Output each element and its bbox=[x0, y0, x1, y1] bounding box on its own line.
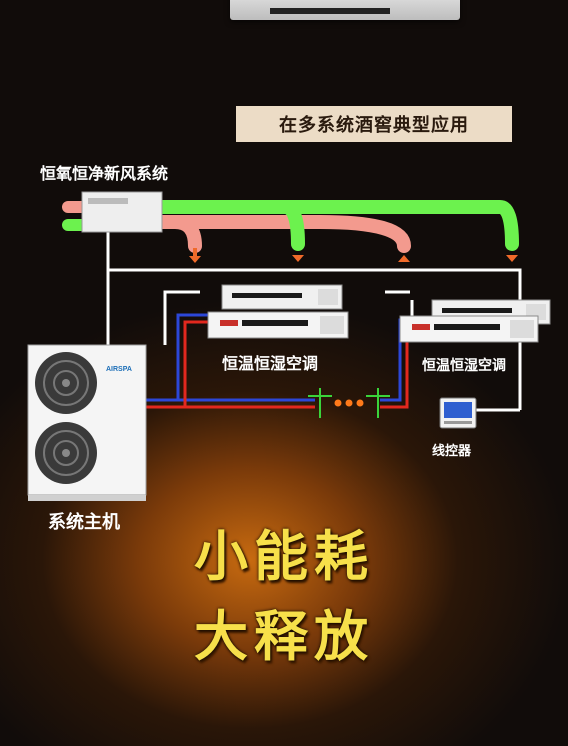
wire-top-bus bbox=[108, 268, 522, 410]
arrow-down-icon bbox=[292, 255, 304, 262]
fan-grille-top bbox=[35, 352, 97, 414]
duct-pink-drop bbox=[168, 215, 202, 253]
wall-controller bbox=[439, 397, 477, 429]
duct-pink-return bbox=[143, 215, 411, 253]
duct-green-drop bbox=[278, 200, 305, 251]
controller-label: 线控器 bbox=[432, 444, 472, 459]
fresh-air-system-label: 恒氧恒净新风系统 bbox=[40, 164, 169, 183]
outdoor-host-unit: AIRSPA bbox=[27, 344, 147, 501]
fresh-air-unit bbox=[81, 191, 163, 233]
pipe-blue-ac1 bbox=[176, 313, 212, 400]
slogan-line-2: 大释放 bbox=[194, 605, 374, 668]
indoor-unit-group-2 bbox=[399, 299, 551, 343]
ac-unit-label-2: 恒温恒湿空调 bbox=[422, 358, 506, 374]
fan-grille-bottom bbox=[35, 422, 97, 484]
branch-connectors bbox=[308, 388, 390, 418]
banner-title: 在多系统酒窖典型应用 bbox=[236, 106, 512, 142]
arrow-up-icon bbox=[189, 248, 201, 263]
slogan-line-1: 小能耗 bbox=[194, 525, 374, 588]
ceiling-unit-partial bbox=[230, 0, 460, 20]
pipe-red-ac1 bbox=[183, 320, 212, 407]
host-unit-label: 系统主机 bbox=[48, 512, 120, 533]
duct-green-supply bbox=[143, 200, 519, 251]
wire-ac1-left bbox=[163, 290, 200, 345]
signal-wiring bbox=[106, 230, 522, 412]
arrow-up-icon bbox=[398, 255, 410, 262]
airflow-arrows bbox=[189, 248, 518, 263]
host-brand-logo: AIRSPA bbox=[106, 366, 132, 373]
ac-unit-label-1: 恒温恒湿空调 bbox=[222, 354, 319, 373]
ellipsis-dots bbox=[334, 399, 364, 407]
arrow-down-icon bbox=[506, 255, 518, 262]
indoor-unit-group-1 bbox=[207, 284, 349, 339]
